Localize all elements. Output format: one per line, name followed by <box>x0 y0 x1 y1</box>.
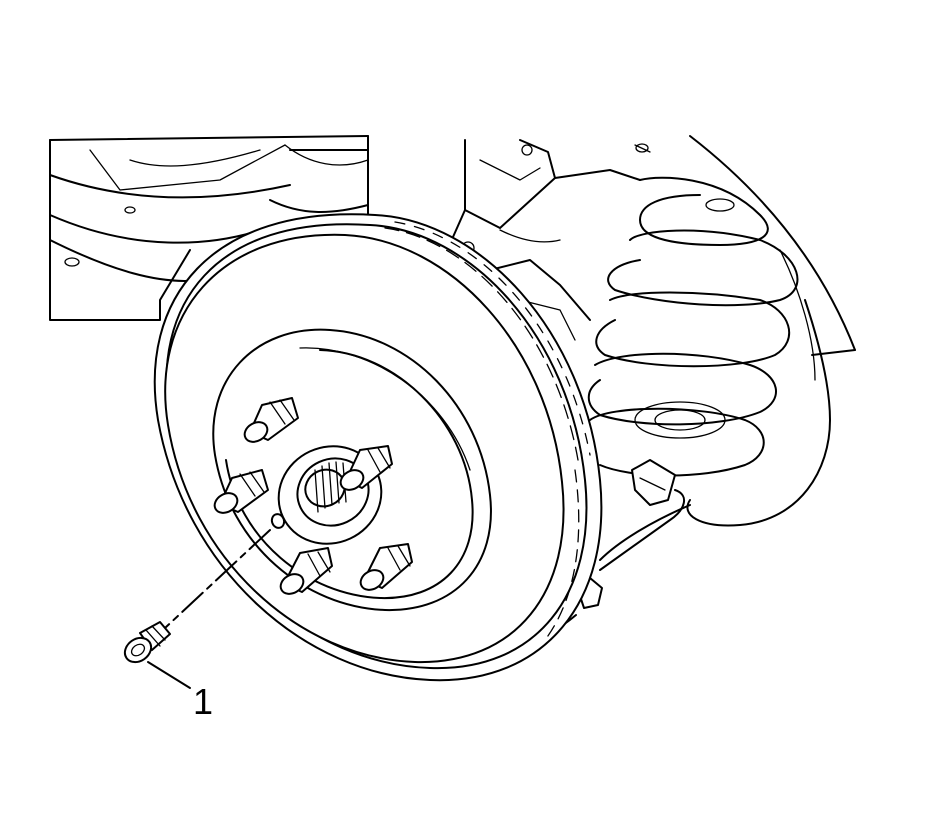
wheel-stud <box>213 469 269 514</box>
control-arm <box>49 135 369 321</box>
callout-1: 1 <box>147 661 213 722</box>
screw-hole <box>270 513 286 529</box>
coil-spring <box>587 143 799 477</box>
strut-tube <box>289 135 369 226</box>
wheel-studs <box>213 397 413 595</box>
rotor-retaining-screw <box>123 621 171 664</box>
wheel-stud <box>279 547 333 595</box>
wheel-stud <box>339 445 393 491</box>
callout-number: 1 <box>193 681 213 722</box>
wheel-stud <box>243 397 299 443</box>
alignment-centerline <box>164 529 271 629</box>
body-panel <box>686 135 856 527</box>
wheel-stud <box>359 543 413 591</box>
